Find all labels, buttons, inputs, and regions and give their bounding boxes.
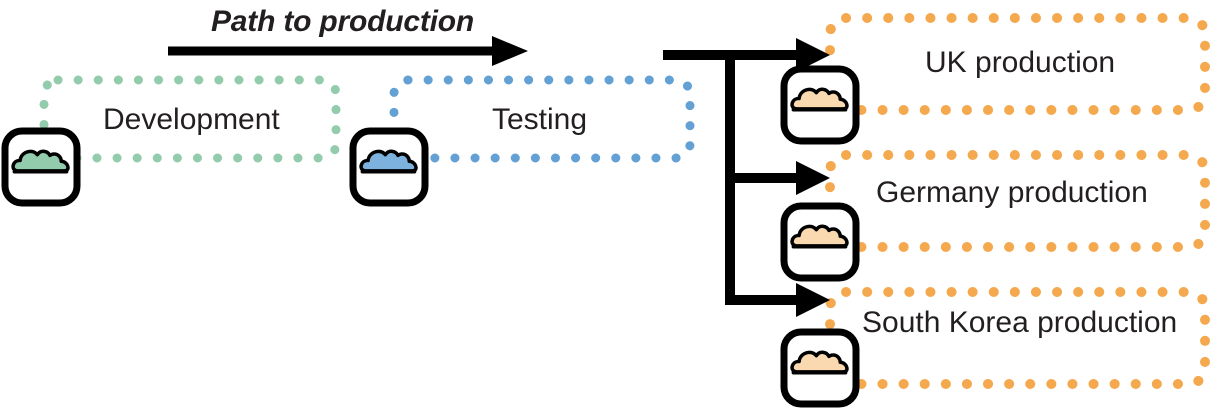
production-label-germany: Germany production bbox=[876, 176, 1148, 209]
diagram-title: Path to production bbox=[211, 5, 475, 38]
stage-label-testing: Testing bbox=[492, 103, 588, 136]
production-label-south-korea: South Korea production bbox=[862, 306, 1178, 339]
path-to-production-arrow bbox=[168, 36, 528, 66]
cloud-icon bbox=[11, 149, 70, 174]
branch-connector bbox=[663, 38, 830, 317]
south-korea-cloud-tile[interactable] bbox=[780, 328, 860, 408]
uk-cloud-tile[interactable] bbox=[780, 65, 860, 145]
stage-label-development: Development bbox=[103, 103, 280, 136]
uk-production-group-box bbox=[825, 13, 1210, 115]
cloud-icon bbox=[790, 224, 849, 249]
cloud-icon bbox=[790, 350, 849, 375]
cloud-icon bbox=[790, 87, 849, 112]
germany-production-group-box bbox=[825, 150, 1210, 252]
south-korea-production-group-box bbox=[825, 287, 1210, 389]
cloud-icon bbox=[359, 149, 418, 174]
testing-cloud-tile[interactable] bbox=[349, 127, 429, 207]
development-cloud-tile[interactable] bbox=[1, 127, 81, 207]
germany-cloud-tile[interactable] bbox=[780, 202, 860, 282]
production-label-uk: UK production bbox=[925, 46, 1116, 79]
